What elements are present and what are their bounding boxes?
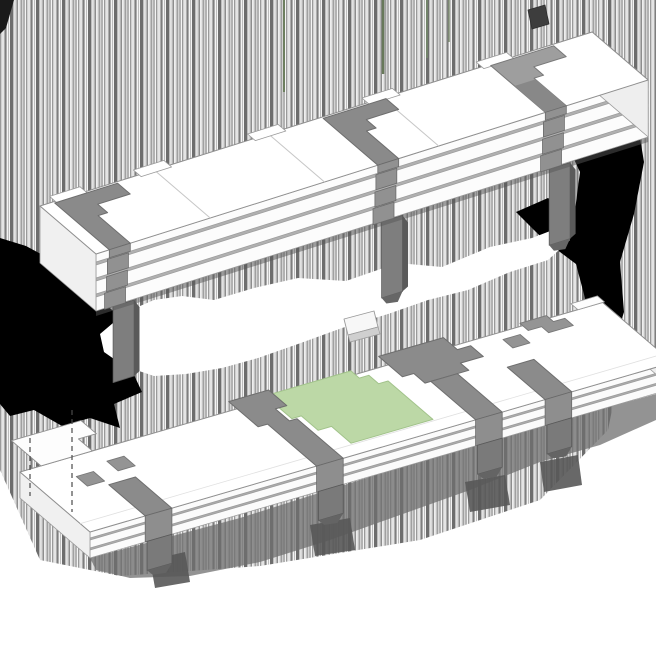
- core-hanging-prism-side: [402, 215, 408, 292]
- slab-edge-gap: [90, 373, 656, 540]
- core-stack-block: [540, 148, 562, 173]
- slab-edge-gap: [96, 88, 649, 265]
- plate-ridge-line: [80, 355, 656, 524]
- back-edge-tab: [570, 295, 605, 311]
- slab-edge-gap: [90, 383, 656, 550]
- floor-patch-l: [519, 315, 574, 334]
- core-stack-block: [542, 132, 564, 155]
- core-below-prism-cap: [147, 563, 172, 575]
- roof-back-tab: [132, 159, 173, 178]
- under-slab-shadow: [90, 394, 656, 578]
- slab-edge-gap: [96, 104, 649, 281]
- roof-back-tab: [361, 88, 401, 105]
- floor-patch-square: [75, 471, 106, 487]
- core-hanging-prism: [112, 299, 135, 384]
- core-plan-right-bar: [378, 337, 484, 384]
- ground-shadow: [90, 394, 656, 588]
- slab-edge-gap: [96, 120, 649, 297]
- floor-patch-square: [106, 455, 136, 472]
- under-core-shadow-blob: [310, 518, 355, 556]
- core-hanging-prism: [548, 162, 571, 246]
- core-hanging-prism: [381, 214, 403, 299]
- core-stack-block: [107, 252, 129, 275]
- under-core-shadow-blob: [540, 455, 582, 492]
- corner-shadow-sliver: [0, 0, 14, 34]
- floor-patch-square: [502, 334, 531, 349]
- upper-building: [39, 31, 649, 384]
- setback-terrace: [11, 420, 97, 467]
- white-shadow-cloud: [100, 228, 570, 376]
- roof-back-tab: [247, 124, 287, 142]
- light-cloud: [100, 228, 570, 376]
- core-stack-block: [374, 185, 397, 208]
- core-stack-block: [543, 115, 565, 138]
- core-hanging-prism-cap: [549, 238, 571, 251]
- core-stack-block: [375, 167, 398, 191]
- back-edge-notch-shade: [347, 326, 381, 343]
- core-plan-stem-shade: [514, 79, 567, 113]
- core-below-prism-cap: [547, 446, 572, 459]
- under-core-shadow-blob: [465, 475, 510, 512]
- core-hanging-prism-side: [134, 300, 140, 376]
- ground-plate: [11, 295, 656, 575]
- core-stack-block: [377, 158, 400, 174]
- core-stack-block: [106, 269, 128, 293]
- core-stack-block: [544, 105, 567, 121]
- core-below-prism-cap: [477, 467, 503, 479]
- core-stack-block: [372, 201, 395, 226]
- courtyard-green: [270, 370, 434, 444]
- core-hanging-prism-side: [570, 162, 576, 239]
- core-hanging-prism-cap: [381, 291, 403, 304]
- stack-under-shadow: [96, 137, 649, 316]
- core-below-prism-cap: [318, 513, 344, 525]
- roof-plate: [39, 31, 649, 255]
- core-stack-block: [108, 242, 131, 259]
- annotations: [29, 310, 381, 512]
- roof-bay-line: [153, 169, 211, 219]
- core-plan-left: [228, 389, 344, 467]
- cut-core-block: [527, 4, 550, 30]
- roof-bay-line: [268, 133, 325, 183]
- core-stack-block: [104, 286, 126, 310]
